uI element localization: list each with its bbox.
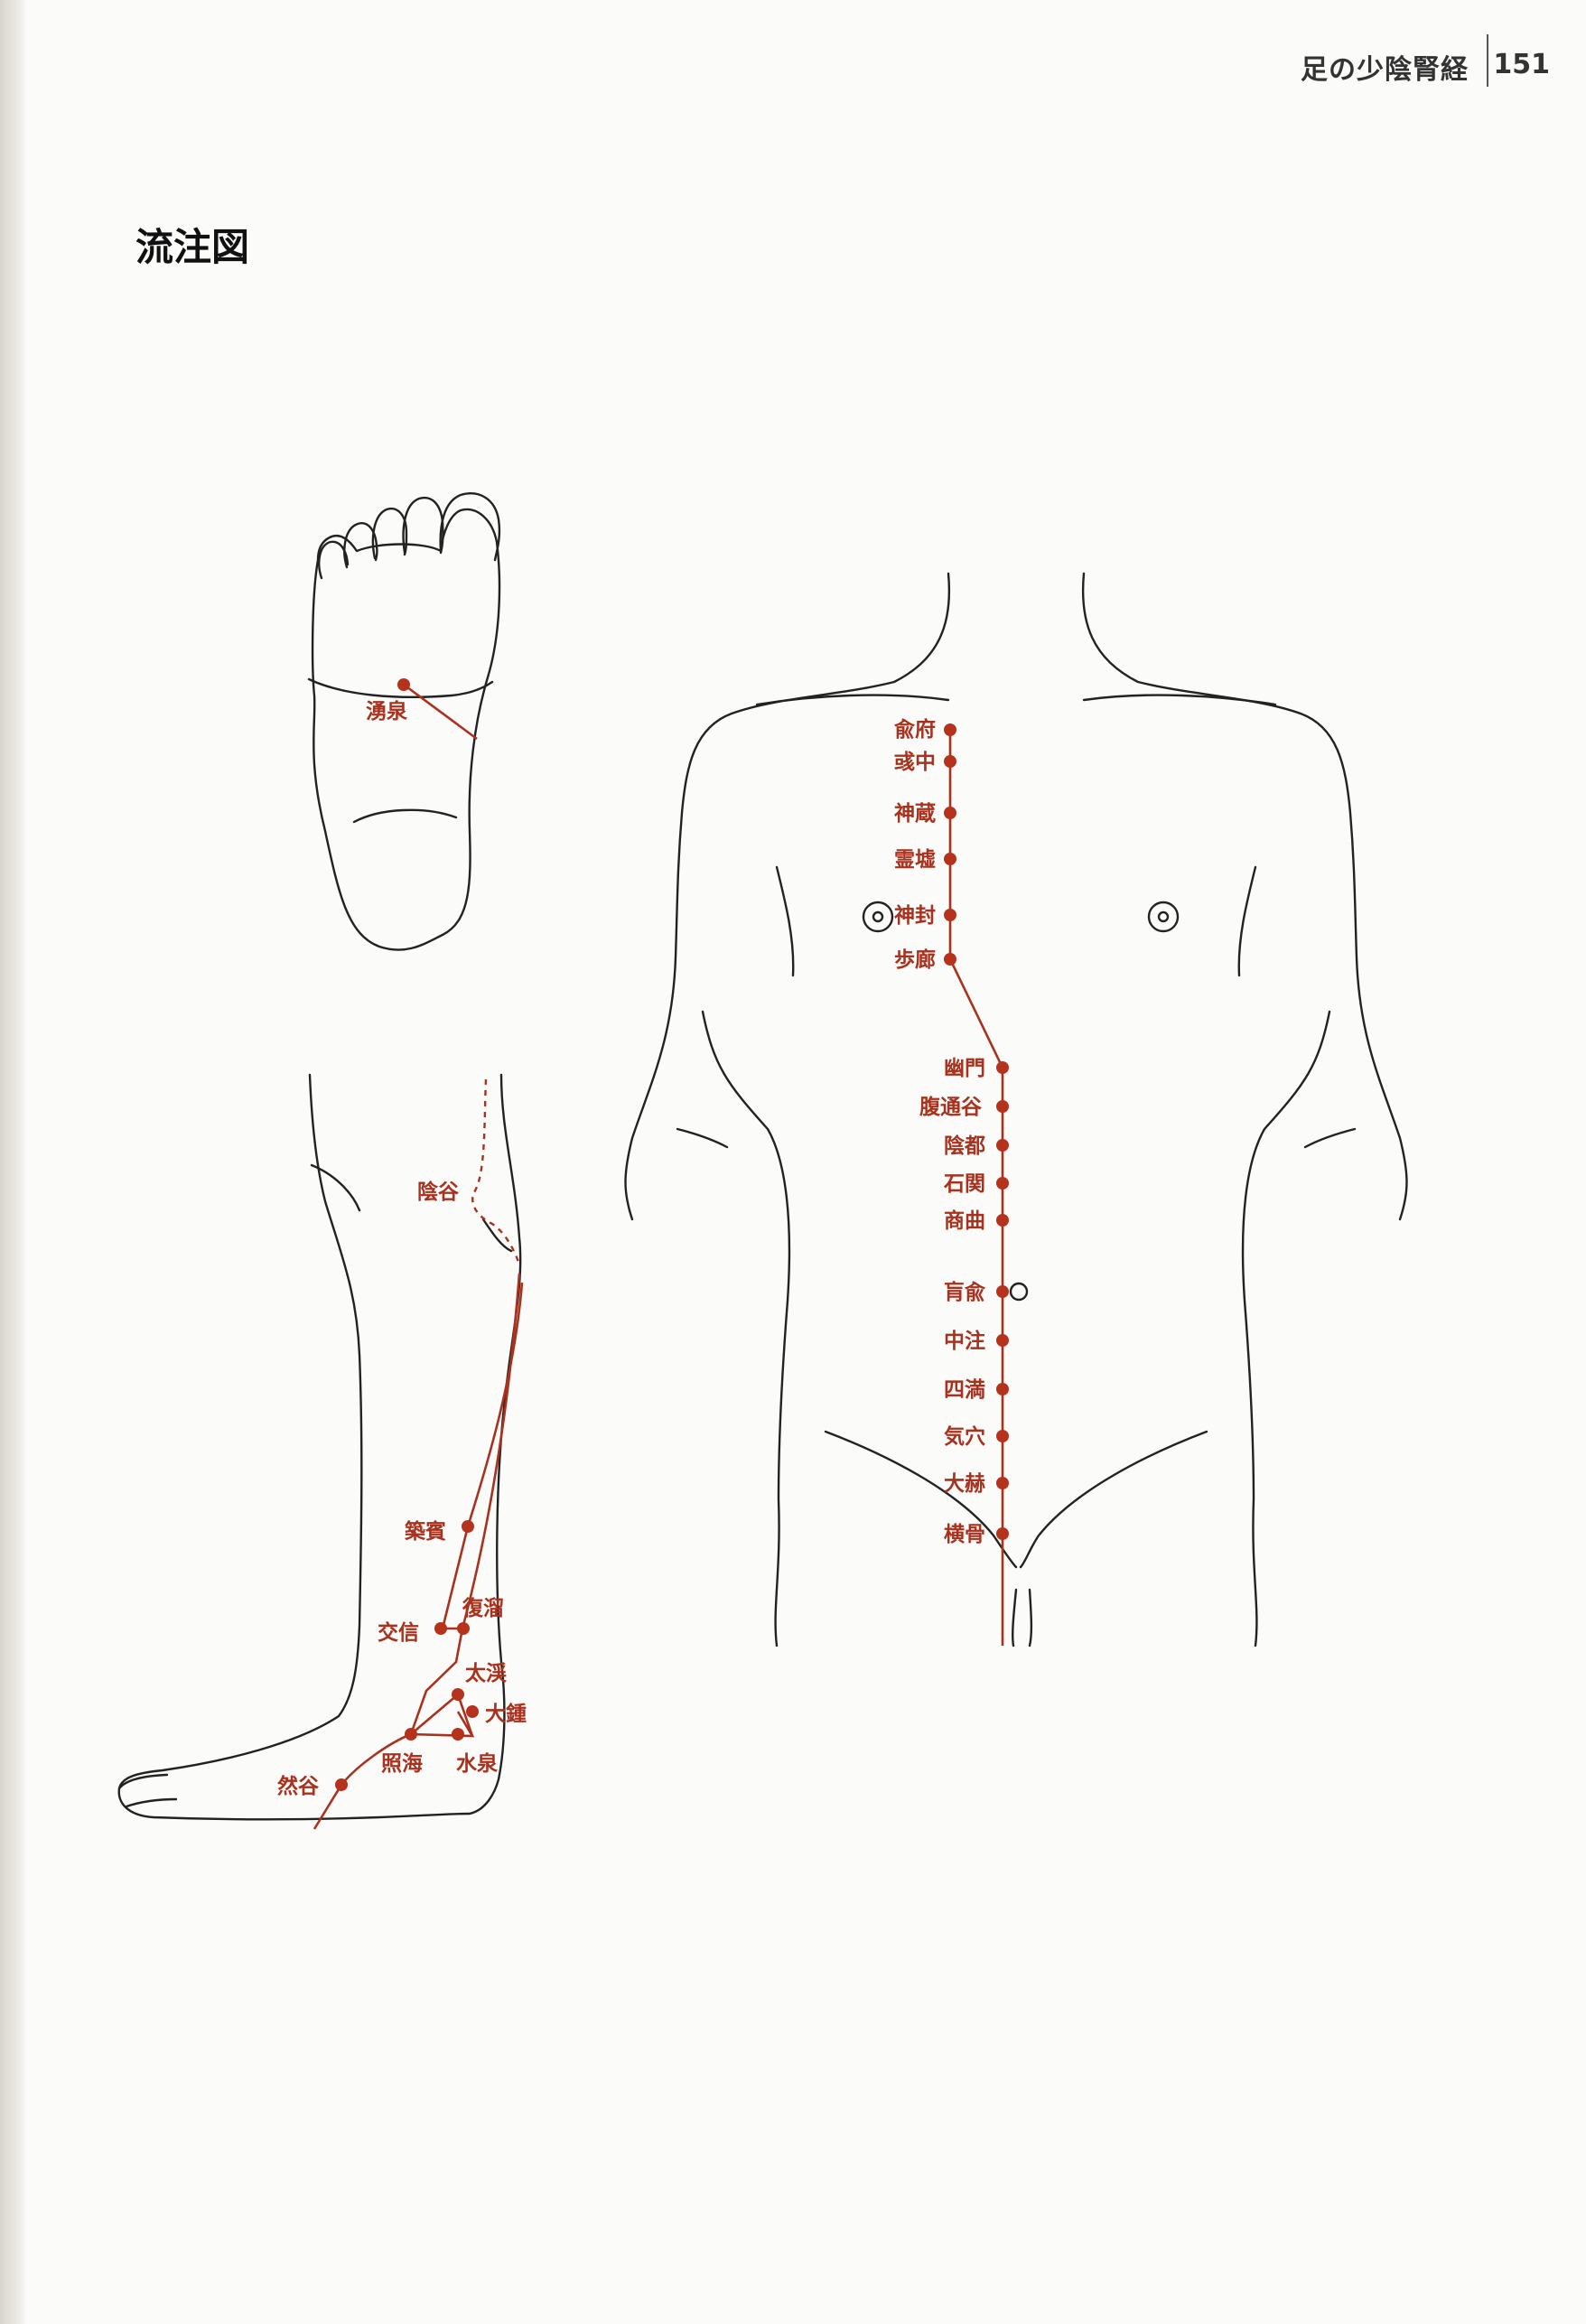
point-youmen-marker: [996, 1061, 1009, 1074]
toe-3: [371, 507, 408, 560]
label-dazhong: 大鍾: [485, 1702, 527, 1726]
meridian-leg-dashed-upper: [471, 1078, 521, 1265]
page-number: 151: [1493, 49, 1550, 80]
point-fuliu-marker: [457, 1622, 470, 1635]
leg-figure: 陰谷 築賓 交信 復溜 太渓 大鍾 照海 水泉 然谷: [117, 1073, 527, 1830]
meridian-chest-line: [948, 730, 1004, 1646]
point-huangshu-marker: [996, 1285, 1009, 1298]
foot-sole-outline: [311, 508, 501, 951]
label-siman: 四満: [944, 1378, 985, 1402]
point-shufu-marker: [944, 723, 956, 736]
label-bulang: 歩廊: [894, 947, 936, 972]
label-jiaoxin: 交信: [378, 1620, 419, 1645]
point-rangu-marker: [335, 1778, 348, 1791]
armpit-lines: [775, 865, 1257, 977]
clavicle-line: [755, 694, 1277, 706]
torso-left-outline: [624, 572, 951, 1647]
left-nipple: [872, 910, 884, 923]
label-yingu: 陰谷: [417, 1180, 460, 1204]
ball-of-foot-line: [307, 677, 494, 699]
point-siman-marker: [996, 1383, 1009, 1395]
point-yongquan-marker: [397, 678, 410, 691]
point-zhubin-marker: [462, 1520, 474, 1533]
leg-back-outline: [117, 1073, 522, 1821]
point-shangqu-marker: [996, 1214, 1009, 1227]
meridian-sole-path: [403, 683, 478, 741]
groin-center: [1012, 1588, 1033, 1647]
point-qixue-marker: [996, 1430, 1009, 1442]
toe-outline: [117, 1773, 178, 1808]
label-dahe: 大赫: [944, 1472, 985, 1496]
point-shencang-marker: [944, 807, 956, 819]
point-henggu-marker: [996, 1527, 1009, 1540]
point-shuiquan-marker: [452, 1728, 464, 1741]
abdomen-side-lines: [676, 1127, 1357, 1149]
toe-5: [318, 540, 350, 580]
label-shenfeng: 神封: [894, 903, 936, 928]
label-futonggu: 腹通谷: [919, 1095, 983, 1119]
point-bulang-marker: [944, 953, 956, 966]
header-divider: [1487, 34, 1488, 87]
left-nipple-ring: [862, 901, 894, 933]
meridian-leg-outer: [409, 1273, 521, 1738]
label-zhongzhu: 中注: [944, 1329, 985, 1353]
label-shencang: 神蔵: [894, 801, 936, 826]
navel: [1009, 1282, 1029, 1302]
label-fuliu: 復溜: [462, 1596, 504, 1620]
label-huangshu: 肓兪: [944, 1280, 985, 1304]
right-nipple-ring: [1147, 901, 1180, 933]
label-shiguan: 石関: [943, 1172, 985, 1196]
toe-4: [343, 522, 378, 569]
heel-line: [352, 808, 458, 824]
torso-figure: 兪府 彧中 神蔵 霊墟 神封 歩廊 幽門 腹通谷 陰都 石関 商曲 肓兪 中注 …: [624, 572, 1408, 1647]
label-shufu: 兪府: [893, 717, 936, 742]
label-rangu: 然谷: [277, 1774, 320, 1798]
point-shenfeng-marker: [944, 909, 956, 921]
foot-sole-figure: 湧泉: [307, 492, 501, 951]
label-shangqu: 商曲: [944, 1209, 985, 1233]
point-yuzhong-marker: [944, 755, 956, 768]
point-lingxu-marker: [944, 853, 956, 865]
label-taixi: 太渓: [465, 1662, 508, 1685]
chapter-header: 足の少陰腎経: [1301, 54, 1469, 86]
point-shiguan-marker: [996, 1177, 1009, 1190]
label-shuiquan: 水泉: [456, 1751, 499, 1776]
label-yongquan: 湧泉: [366, 699, 408, 723]
right-nipple: [1157, 910, 1170, 923]
meridian-leg-inner: [441, 1282, 524, 1629]
groin-lines: [824, 1430, 1208, 1569]
label-yuzhong: 彧中: [894, 751, 936, 774]
section-title: 流注図: [135, 225, 250, 269]
big-toe: [439, 492, 501, 562]
point-futonggu-marker: [996, 1100, 1009, 1113]
point-taixi-marker: [452, 1688, 464, 1701]
point-dazhong-marker: [466, 1705, 479, 1718]
label-yindu: 陰都: [944, 1134, 985, 1158]
point-zhongzhu-marker: [996, 1334, 1009, 1347]
leg-crease: [310, 1163, 361, 1212]
torso-right-outline: [1081, 572, 1408, 1647]
label-henggu: 横骨: [944, 1523, 985, 1546]
point-zhaohai-marker: [405, 1728, 417, 1741]
label-zhubin: 築賓: [404, 1519, 446, 1544]
label-lingxu: 霊墟: [894, 848, 936, 872]
point-yindu-marker: [996, 1139, 1009, 1152]
point-jiaoxin-marker: [434, 1622, 447, 1635]
point-dahe-marker: [996, 1477, 1009, 1489]
meridian-heel-loop: [313, 1627, 474, 1830]
label-youmen: 幽門: [944, 1057, 985, 1080]
knee-line: [481, 1218, 513, 1253]
page-binding-edge: [0, 0, 27, 2324]
label-zhaohai: 照海: [381, 1751, 423, 1776]
label-qixue: 気穴: [944, 1424, 985, 1449]
